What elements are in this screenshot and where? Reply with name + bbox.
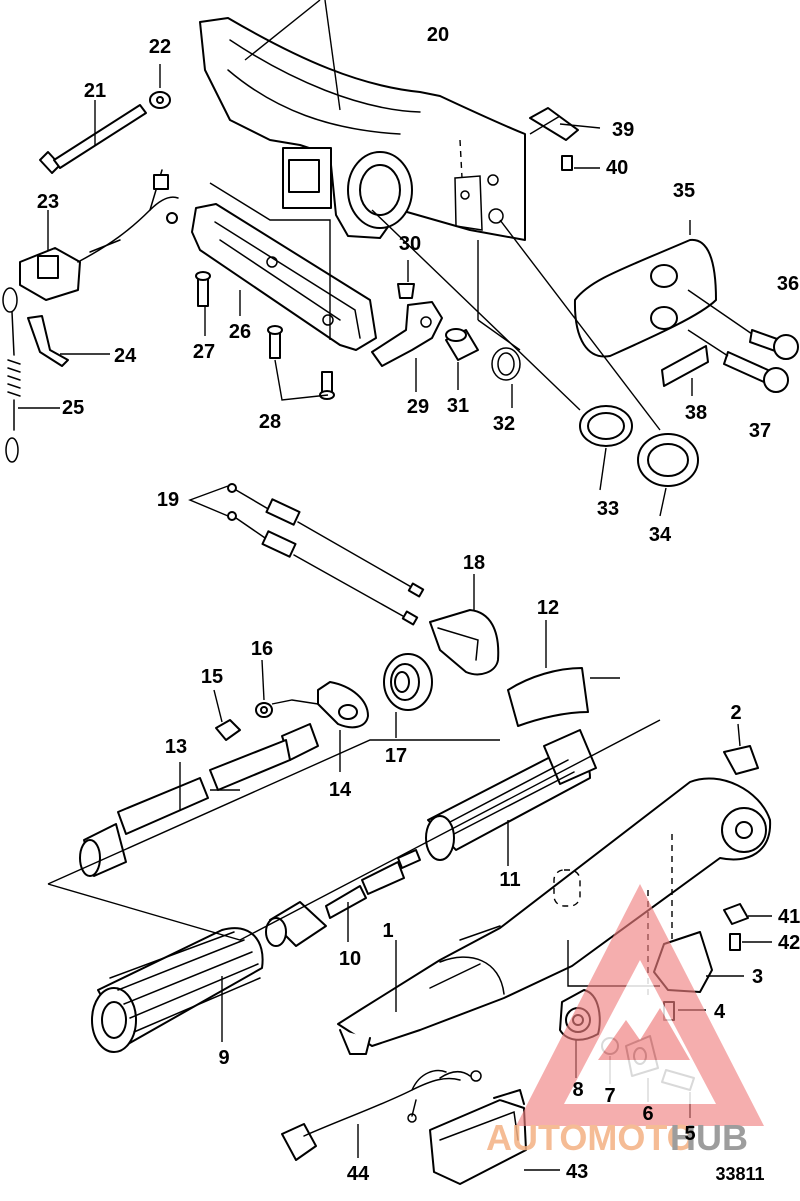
part-41-clip xyxy=(723,903,772,925)
callout-14: 14 xyxy=(329,779,352,801)
part-32-ring xyxy=(491,347,521,381)
watermark-text-hub: HUB xyxy=(670,1117,748,1158)
callout-2: 2 xyxy=(730,702,741,724)
callout-21: 21 xyxy=(84,80,106,102)
part-22-washer xyxy=(149,91,171,109)
part-13-shaft xyxy=(79,723,319,877)
part-1-tiller-arm xyxy=(337,777,772,1055)
part-9-grip xyxy=(91,927,264,1053)
callout-41: 41 xyxy=(778,906,800,928)
callout-15: 15 xyxy=(201,666,223,688)
callout-27: 27 xyxy=(193,341,215,363)
middle-frame-lines xyxy=(47,677,661,941)
callout-29: 29 xyxy=(407,396,429,418)
watermark-triangle-inner xyxy=(564,960,716,1104)
callout-12: 12 xyxy=(537,597,559,619)
callout-26: 26 xyxy=(229,321,251,343)
automotohub-watermark: AUTOMOTO HUB xyxy=(486,884,764,1158)
callout-7: 7 xyxy=(604,1085,615,1107)
callout-32: 32 xyxy=(493,413,515,435)
part-28-screws xyxy=(267,325,335,400)
part-43-control-box xyxy=(429,1089,560,1185)
callout-28: 28 xyxy=(259,411,281,433)
part-30-screw xyxy=(397,283,415,299)
figure-number: 33811 xyxy=(715,1164,764,1184)
part-14-plate xyxy=(317,681,369,772)
upper-leader-lines xyxy=(18,64,753,517)
watermark-text-automoto: AUTOMOTO xyxy=(486,1117,695,1158)
callout-19: 19 xyxy=(157,489,179,511)
callout-34: 34 xyxy=(649,524,672,546)
part-11-tube xyxy=(425,729,597,866)
callout-36: 36 xyxy=(777,273,799,295)
part-29-lever xyxy=(371,301,443,367)
part-10-shaft-assy xyxy=(265,849,421,947)
part-2-clip xyxy=(723,723,759,775)
callout-30: 30 xyxy=(399,233,421,255)
part-38-decal xyxy=(661,345,709,387)
callout-4: 4 xyxy=(714,1001,726,1023)
callout-35: 35 xyxy=(673,180,695,202)
callout-38: 38 xyxy=(685,402,707,424)
callout-3: 3 xyxy=(752,966,763,988)
callout-5: 5 xyxy=(684,1123,695,1145)
part-17-bearing xyxy=(383,653,433,738)
part-25-lanyard xyxy=(2,287,21,463)
part-44-wiring-harness xyxy=(281,1069,482,1161)
callout-22: 22 xyxy=(149,36,171,58)
part-42-screw xyxy=(729,933,772,951)
callout-40: 40 xyxy=(606,157,628,179)
part-40-screw xyxy=(561,155,573,171)
part-37-bolt xyxy=(723,351,789,393)
callout-11: 11 xyxy=(499,869,520,891)
callout-24: 24 xyxy=(114,345,137,367)
part-31-bushing xyxy=(445,328,479,361)
callout-20: 20 xyxy=(427,24,449,46)
callout-44: 44 xyxy=(347,1163,370,1185)
part-24-clip xyxy=(27,315,69,367)
part-34-bushing xyxy=(637,433,699,487)
callout-23: 23 xyxy=(37,191,59,213)
callout-10: 10 xyxy=(339,948,361,970)
part-21-long-bolt xyxy=(39,104,147,174)
callout-labels: 1 2 3 4 5 6 7 8 9 10 11 12 13 14 15 16 1… xyxy=(37,24,800,1185)
callout-17: 17 xyxy=(385,745,407,767)
callout-31: 31 xyxy=(447,395,469,417)
part-12-sleeve xyxy=(507,620,589,727)
callout-8: 8 xyxy=(572,1079,583,1101)
callout-39: 39 xyxy=(612,119,634,141)
callout-9: 9 xyxy=(218,1047,229,1069)
part-16-washer xyxy=(255,659,319,718)
callout-42: 42 xyxy=(778,932,800,954)
callout-25: 25 xyxy=(62,397,84,419)
callout-1: 1 xyxy=(382,920,393,942)
callout-33: 33 xyxy=(597,498,619,520)
part-20-handle-bracket xyxy=(199,0,526,241)
callout-43: 43 xyxy=(566,1161,588,1183)
part-39-bracket-plate xyxy=(529,107,579,141)
part-18-clamp xyxy=(429,574,500,676)
callout-18: 18 xyxy=(463,552,485,574)
callout-16: 16 xyxy=(251,638,273,660)
part-27-screw xyxy=(195,271,211,307)
callout-6: 6 xyxy=(642,1103,653,1125)
part-15-screw xyxy=(213,689,241,741)
part-19-cables xyxy=(188,483,425,626)
callout-13: 13 xyxy=(165,736,187,758)
part-23-stop-switch xyxy=(19,169,179,301)
part-36-bolt xyxy=(749,329,799,360)
part-35-mount-plate xyxy=(573,238,717,358)
part-33-washer xyxy=(579,405,633,447)
callout-37: 37 xyxy=(749,420,771,442)
watermark-mountain xyxy=(598,1008,690,1060)
